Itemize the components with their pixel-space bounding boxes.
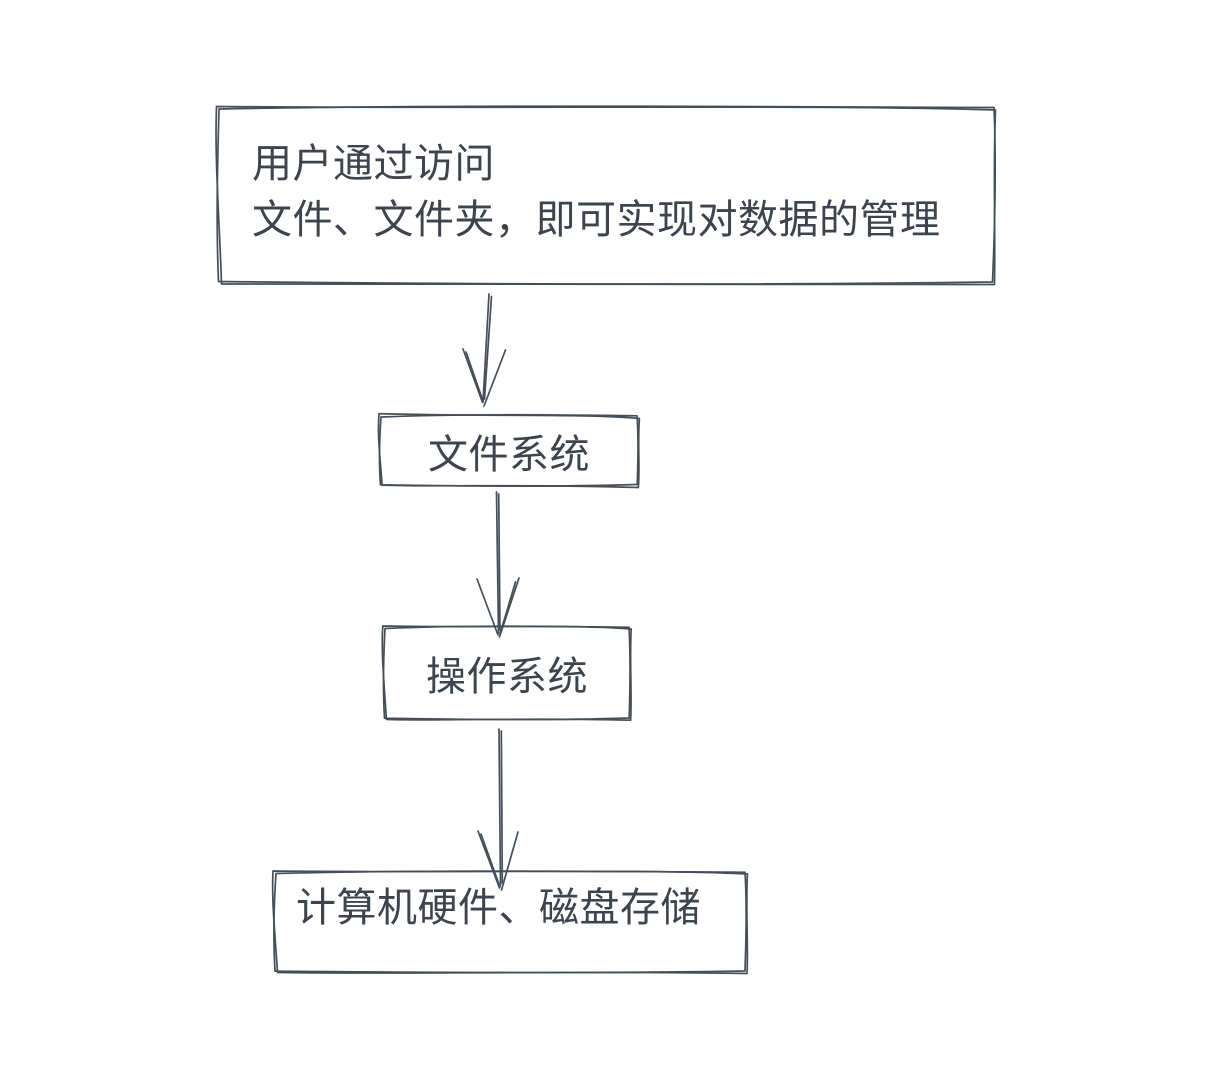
node-label-line: 用户通过访问 [252,142,495,186]
flow-arrow-user-to-filesystem [462,293,507,407]
node-label-hardware-storage: 计算机硬件、磁盘存储 [296,886,701,930]
node-label-user-access: 用户通过访问 文件、文件夹，即可实现对数据的管理 [252,136,941,248]
node-label-line: 文件、文件夹，即可实现对数据的管理 [252,198,941,242]
node-box-file-system [377,412,641,489]
node-box-operating-system [381,625,633,722]
node-box-hardware-storage [271,870,749,975]
flow-arrow-filesystem-to-os [476,491,520,638]
node-label-operating-system: 操作系统 [426,655,588,699]
node-box-user-access [215,105,997,286]
flow-arrow-os-to-hardware [477,728,519,891]
node-label-file-system: 文件系统 [428,432,590,477]
